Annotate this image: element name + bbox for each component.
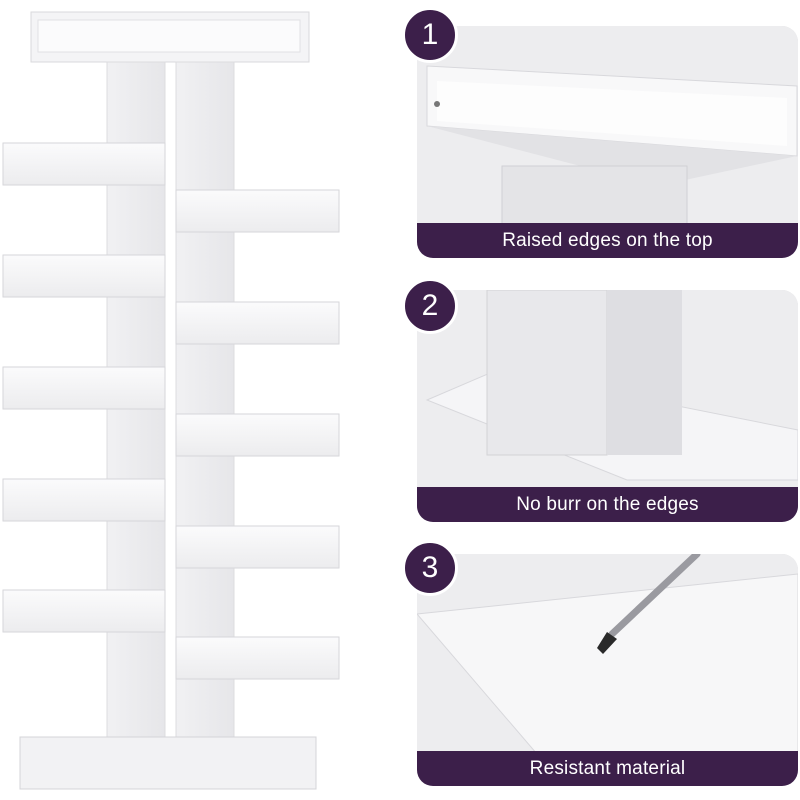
raised-edges-photo (417, 26, 798, 258)
feature-number-badge: 3 (402, 540, 458, 596)
bookshelf-illustration (2, 11, 340, 790)
feature-number-badge: 2 (402, 278, 458, 334)
feature-number-badge: 1 (402, 7, 458, 63)
feature-panel-resistant-material: Resistant material (417, 554, 798, 786)
feature-caption: No burr on the edges (417, 487, 798, 522)
feature-panel-raised-edges: Raised edges on the top (417, 26, 798, 258)
no-burr-photo (417, 290, 798, 522)
feature-caption: Raised edges on the top (417, 223, 798, 258)
feature-panel-no-burr: No burr on the edges (417, 290, 798, 522)
feature-caption: Resistant material (417, 751, 798, 786)
resistant-material-photo (417, 554, 798, 786)
